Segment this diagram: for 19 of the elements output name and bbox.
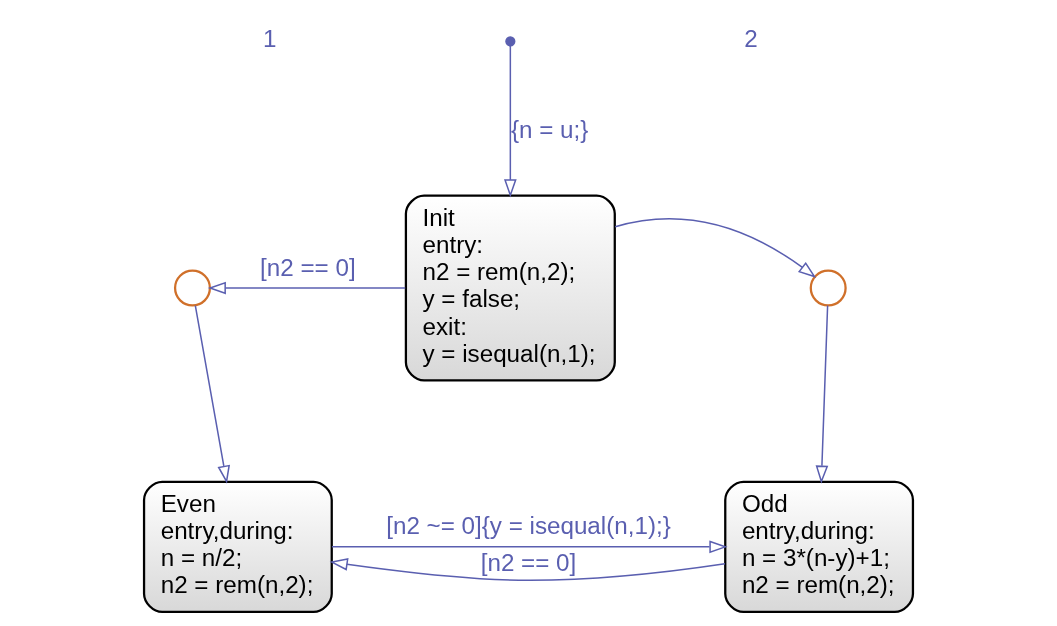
node-circle bbox=[173, 269, 212, 307]
arrow bbox=[503, 45, 517, 198]
arrow bbox=[331, 540, 728, 554]
node-dot bbox=[505, 36, 516, 47]
edge-label: [n2 == 0] bbox=[480, 548, 577, 576]
arrow bbox=[815, 304, 829, 484]
edge-label: [n2 == 0] bbox=[260, 253, 356, 281]
label: 2 bbox=[744, 25, 758, 53]
arrow bbox=[614, 218, 817, 278]
edge-label: {n = u;} bbox=[510, 115, 589, 143]
node-box: Init entry: n2 = rem(n,2); y = false; exit: y = isequal(n,1); bbox=[404, 194, 616, 382]
arrow bbox=[194, 304, 231, 484]
node-box: Odd entry,during: n = 3*(n-y)+1; n2 = rem(n,2); bbox=[724, 480, 915, 614]
node-box: Even entry,during: n = n/2; n2 = rem(n,2); bbox=[142, 480, 333, 614]
arrow bbox=[207, 281, 406, 295]
edge-label: [n2 ~= 0]{y = isequal(n,1);} bbox=[386, 512, 671, 540]
arrow bbox=[329, 558, 726, 581]
label: 1 bbox=[262, 25, 277, 53]
node-circle bbox=[809, 269, 847, 307]
